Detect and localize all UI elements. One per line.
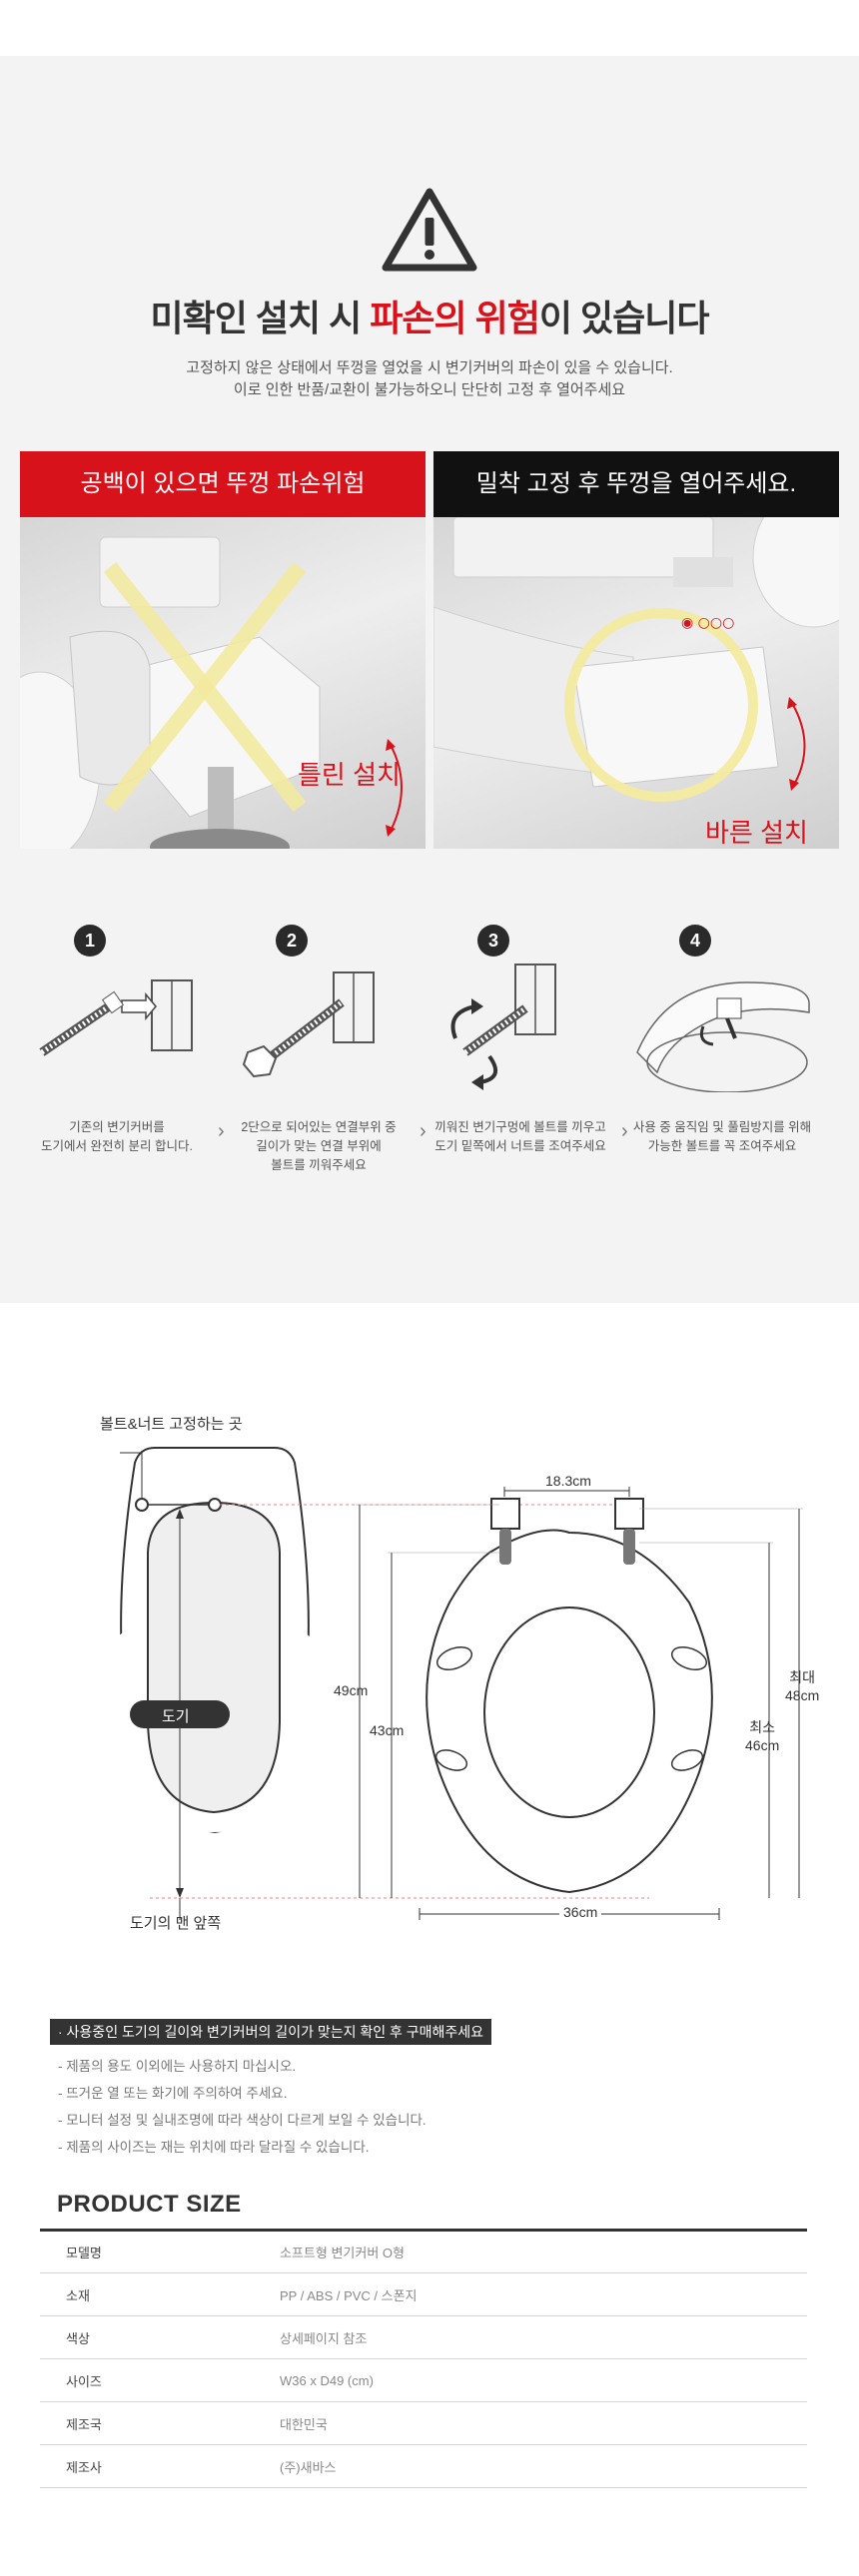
warning-icon [382, 188, 477, 272]
warning-desc-line1: 고정하지 않은 상태에서 뚜껑을 열었을 시 변기커버의 파손이 있을 수 있습… [186, 359, 673, 376]
chevron-right-icon: › [218, 1120, 225, 1142]
correct-install-panel: 밀착 고정 후 뚜껑을 열어주세요. ◉ ○○○ 바른 설치 [433, 451, 839, 849]
correct-install-photo: ◉ ○○○ 바른 설치 [433, 517, 839, 849]
spec-key: 제조사 [40, 2444, 280, 2488]
spec-key: 색상 [40, 2315, 280, 2359]
step-number: 3 [477, 925, 509, 957]
bowl-front-label: 도기의 맨 앞쪽 [130, 1915, 222, 1932]
list-item: - 뜨거운 열 또는 화기에 주의하여 주세요. [58, 2086, 288, 2101]
spec-value: W36 x D49 (cm) [280, 2358, 807, 2402]
spec-value: 상세페이지 참조 [280, 2315, 807, 2359]
svg-text:◉ ○○○: ◉ ○○○ [681, 615, 734, 631]
wrong-install-panel: 공백이 있으면 뚜껑 파손위험 틀린 설치 [20, 451, 426, 849]
purchase-notes: · 사용중인 도기의 길이와 변기커버의 길이가 맞는지 확인 후 구매해주세요… [50, 2019, 809, 2161]
list-item: - 제품의 사이즈는 재는 위치에 따라 달라질 수 있습니다. [58, 2140, 370, 2155]
bolt-insert-illustration [242, 971, 375, 1078]
correct-install-banner: 밀착 고정 후 뚜껑을 열어주세요. [433, 451, 839, 517]
length-49-label: 49cm [334, 1682, 369, 1698]
chevron-right-icon: › [621, 1120, 628, 1142]
chevron-right-icon: › [420, 1120, 427, 1142]
spec-value: PP / ABS / PVC / 스폰지 [280, 2272, 807, 2316]
bowl-label: 도기 [162, 1708, 190, 1725]
spec-value: (주)새바스 [280, 2444, 807, 2488]
spec-key: 모델명 [40, 2230, 280, 2273]
list-item: - 모니터 설정 및 실내조명에 따라 색상이 다르게 보일 수 있습니다. [58, 2113, 427, 2128]
notes-title: · 사용중인 도기의 길이와 변기커버의 길이가 맞는지 확인 후 구매해주세요 [50, 2019, 492, 2045]
step-number: 2 [276, 925, 308, 957]
length-43-label: 43cm [370, 1722, 405, 1738]
wrong-install-banner: 공백이 있으면 뚜껑 파손위험 [20, 451, 426, 517]
step-number: 1 [74, 925, 106, 957]
wrong-install-label: 틀린 설치 [298, 760, 401, 790]
bolt-position-label: 볼트&너트 고정하는 곳 [100, 1416, 243, 1433]
bolt-remove-illustration [39, 979, 193, 1056]
step-number: 4 [679, 925, 711, 957]
wrong-install-illustration [20, 536, 403, 849]
warning-desc-line2: 이로 인한 반품/교환이 불가능하오니 단단히 고정 후 열어주세요 [233, 381, 626, 398]
size-diagram [79, 1447, 803, 1920]
hinge-width-label: 18.3cm [545, 1473, 591, 1489]
spec-value: 소프트형 변기커버 O형 [280, 2230, 807, 2273]
spec-key: 소재 [40, 2272, 280, 2316]
table-row: 제조사(주)새바스 [40, 2444, 807, 2488]
correct-install-illustration: ◉ ○○○ [433, 517, 839, 802]
spec-key: 제조국 [40, 2401, 280, 2445]
notes-list: - 제품의 용도 이외에는 사용하지 마십시오. - 뜨거운 열 또는 화기에 … [50, 2053, 809, 2161]
list-item: - 제품의 용도 이외에는 사용하지 마십시오. [58, 2059, 297, 2074]
warning-title: 미확인 설치 시 파손의 위험이 있습니다 [150, 298, 710, 338]
product-size-title: PRODUCT SIZE [57, 2191, 242, 2218]
top-spacer [0, 0, 859, 56]
spec-value: 대한민국 [280, 2401, 807, 2445]
correct-install-label: 바른 설치 [705, 818, 808, 848]
spec-key: 사이즈 [40, 2358, 280, 2402]
seat-width-label: 36cm [559, 1904, 602, 1920]
nut-tighten-illustration [450, 964, 556, 1090]
warning-title-emphasis: 파손의 위험 [370, 298, 540, 338]
warning-description: 고정하지 않은 상태에서 뚜껑을 열었을 시 변기커버의 파손이 있을 수 있습… [0, 357, 859, 401]
seat-fixed-illustration [636, 981, 810, 1092]
size-diagram-section: 볼트&너트 고정하는 곳 도기 도기의 맨 앞쪽 18.3cm 49cm 43c… [0, 1303, 859, 2002]
wrong-install-photo: 틀린 설치 [20, 517, 426, 849]
warning-section: 미확인 설치 시 파손의 위험이 있습니다 고정하지 않은 상태에서 뚜껑을 열… [0, 0, 859, 1303]
